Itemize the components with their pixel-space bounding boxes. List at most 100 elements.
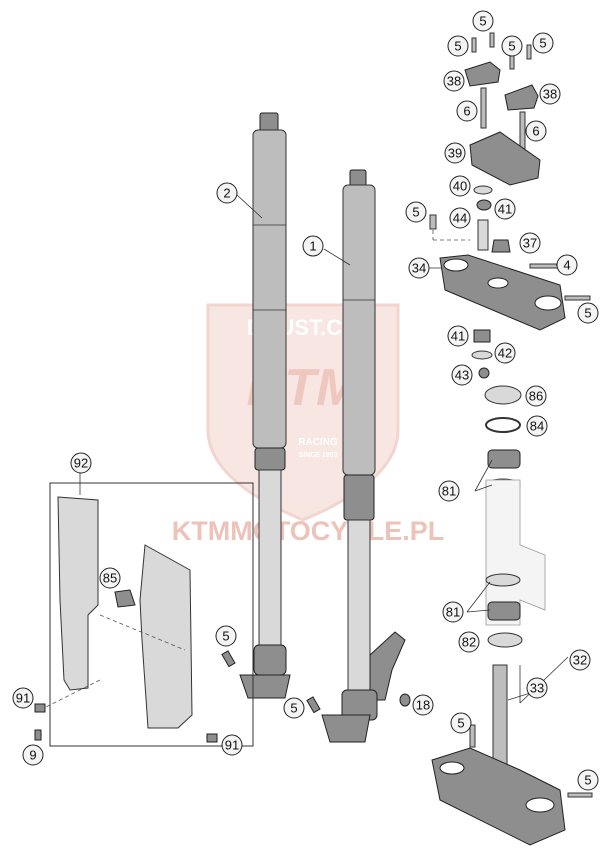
bar-mount-base-39 <box>469 131 541 186</box>
svg-text:38: 38 <box>447 74 461 89</box>
nut-37 <box>491 239 511 253</box>
svg-text:44: 44 <box>453 211 467 226</box>
callout-6: 6 <box>456 100 478 122</box>
callout-5: 5 <box>447 35 469 57</box>
nut-43 <box>478 367 490 379</box>
fork-outer-tube-1 <box>342 184 376 476</box>
nut-41-lower <box>473 329 491 343</box>
svg-text:5: 5 <box>539 36 546 51</box>
svg-text:5: 5 <box>508 39 515 54</box>
fork-brake-mount-1 <box>369 631 406 701</box>
callout-5: 5 <box>532 32 554 54</box>
fork-cap-1 <box>349 169 367 187</box>
svg-text:37: 37 <box>523 236 537 251</box>
callout-38: 38 <box>443 70 465 92</box>
callout-5: 5 <box>215 625 237 647</box>
axle-bolt-5-left <box>221 650 236 668</box>
screw-5-top-2 <box>489 32 495 48</box>
svg-text:40: 40 <box>453 179 467 194</box>
callout-18: 18 <box>412 694 434 716</box>
svg-text:41: 41 <box>451 329 465 344</box>
lower-clamp-hole <box>439 761 465 775</box>
lower-bolt-5-left <box>469 724 476 748</box>
fork-leg-2 <box>239 112 291 699</box>
fork-dust-seal-2 <box>254 447 286 471</box>
screw-5-top-1 <box>471 37 477 53</box>
upper-triple-clamp-34 <box>439 254 566 331</box>
svg-text:18: 18 <box>416 698 430 713</box>
svg-text:32: 32 <box>573 653 587 668</box>
fork-inner-tube-2 <box>258 469 282 649</box>
callout-91: 91 <box>12 687 34 709</box>
fork-foot-1 <box>321 714 371 743</box>
callout-4: 4 <box>556 254 578 276</box>
callout-39: 39 <box>444 142 466 164</box>
svg-text:6: 6 <box>532 124 539 139</box>
bar-clamp-38-right <box>504 84 539 111</box>
svg-text:84: 84 <box>530 419 544 434</box>
callout-82: 82 <box>458 631 480 653</box>
washer-42 <box>471 350 493 360</box>
assembly-line <box>99 614 186 651</box>
washer-40 <box>473 185 493 195</box>
svg-text:34: 34 <box>412 261 426 276</box>
callout-5: 5 <box>283 697 305 719</box>
callout-84: 84 <box>526 415 548 437</box>
triple-clamp-hole <box>534 295 562 311</box>
callout-33: 33 <box>526 677 548 699</box>
pinch-bolt-5-left <box>429 214 437 230</box>
callout-85: 85 <box>99 567 121 589</box>
callout-42: 42 <box>494 342 516 364</box>
callout-43: 43 <box>451 364 473 386</box>
callout-41: 41 <box>494 198 516 220</box>
callout-5: 5 <box>577 302 599 324</box>
callout-40: 40 <box>449 175 471 197</box>
callout-34: 34 <box>408 257 430 279</box>
fork-outer-tube-2 <box>252 129 287 449</box>
bolt-91-right <box>206 733 218 743</box>
fork-axle-clamp-2 <box>253 644 287 676</box>
bar-clamp-38-left <box>464 61 501 87</box>
svg-text:42: 42 <box>498 346 512 361</box>
nut-41-top <box>476 199 492 211</box>
fork-cap-2 <box>259 112 279 132</box>
watermark-site: KTMMOTOCYKLE.PL <box>172 516 445 546</box>
svg-text:5: 5 <box>479 14 486 29</box>
fork-foot-2 <box>239 674 291 699</box>
seal-ring-84 <box>485 417 521 433</box>
fork-dust-seal-1 <box>343 474 375 521</box>
callout-2: 2 <box>216 182 238 204</box>
callout-38: 38 <box>539 83 561 105</box>
screw-9 <box>34 729 42 741</box>
svg-text:5: 5 <box>584 306 591 321</box>
pinch-bolt-4 <box>529 263 559 269</box>
callout-5: 5 <box>501 35 523 57</box>
clamp-bolt-6-left <box>480 87 487 129</box>
svg-text:91: 91 <box>16 691 30 706</box>
pinch-bolt-5-right <box>564 295 591 301</box>
svg-text:9: 9 <box>29 748 36 763</box>
callout-41: 41 <box>447 325 469 347</box>
screw-5-top-4 <box>526 44 532 60</box>
callout-92: 92 <box>70 452 92 474</box>
callout-81: 81 <box>438 480 460 502</box>
svg-text:38: 38 <box>543 87 557 102</box>
callout-9: 9 <box>22 744 44 766</box>
callout-91: 91 <box>221 734 243 756</box>
head-tube-ghost <box>485 479 546 626</box>
callout-81: 81 <box>442 601 464 623</box>
bearing-race-81-lower <box>485 573 521 587</box>
svg-text:85: 85 <box>103 571 117 586</box>
svg-text:5: 5 <box>457 716 464 731</box>
lower-pinch-bolt-5 <box>567 792 593 798</box>
svg-text:41: 41 <box>498 202 512 217</box>
protector-clamp-85 <box>114 589 136 608</box>
triple-clamp-hole <box>443 258 469 272</box>
callout-6: 6 <box>525 120 547 142</box>
fork-leg-1 <box>321 169 406 743</box>
watermark-sub1: RACING <box>298 437 338 448</box>
bearing-81-upper <box>487 449 521 469</box>
bolt-91-left <box>34 703 46 713</box>
callout-1: 1 <box>302 235 324 257</box>
